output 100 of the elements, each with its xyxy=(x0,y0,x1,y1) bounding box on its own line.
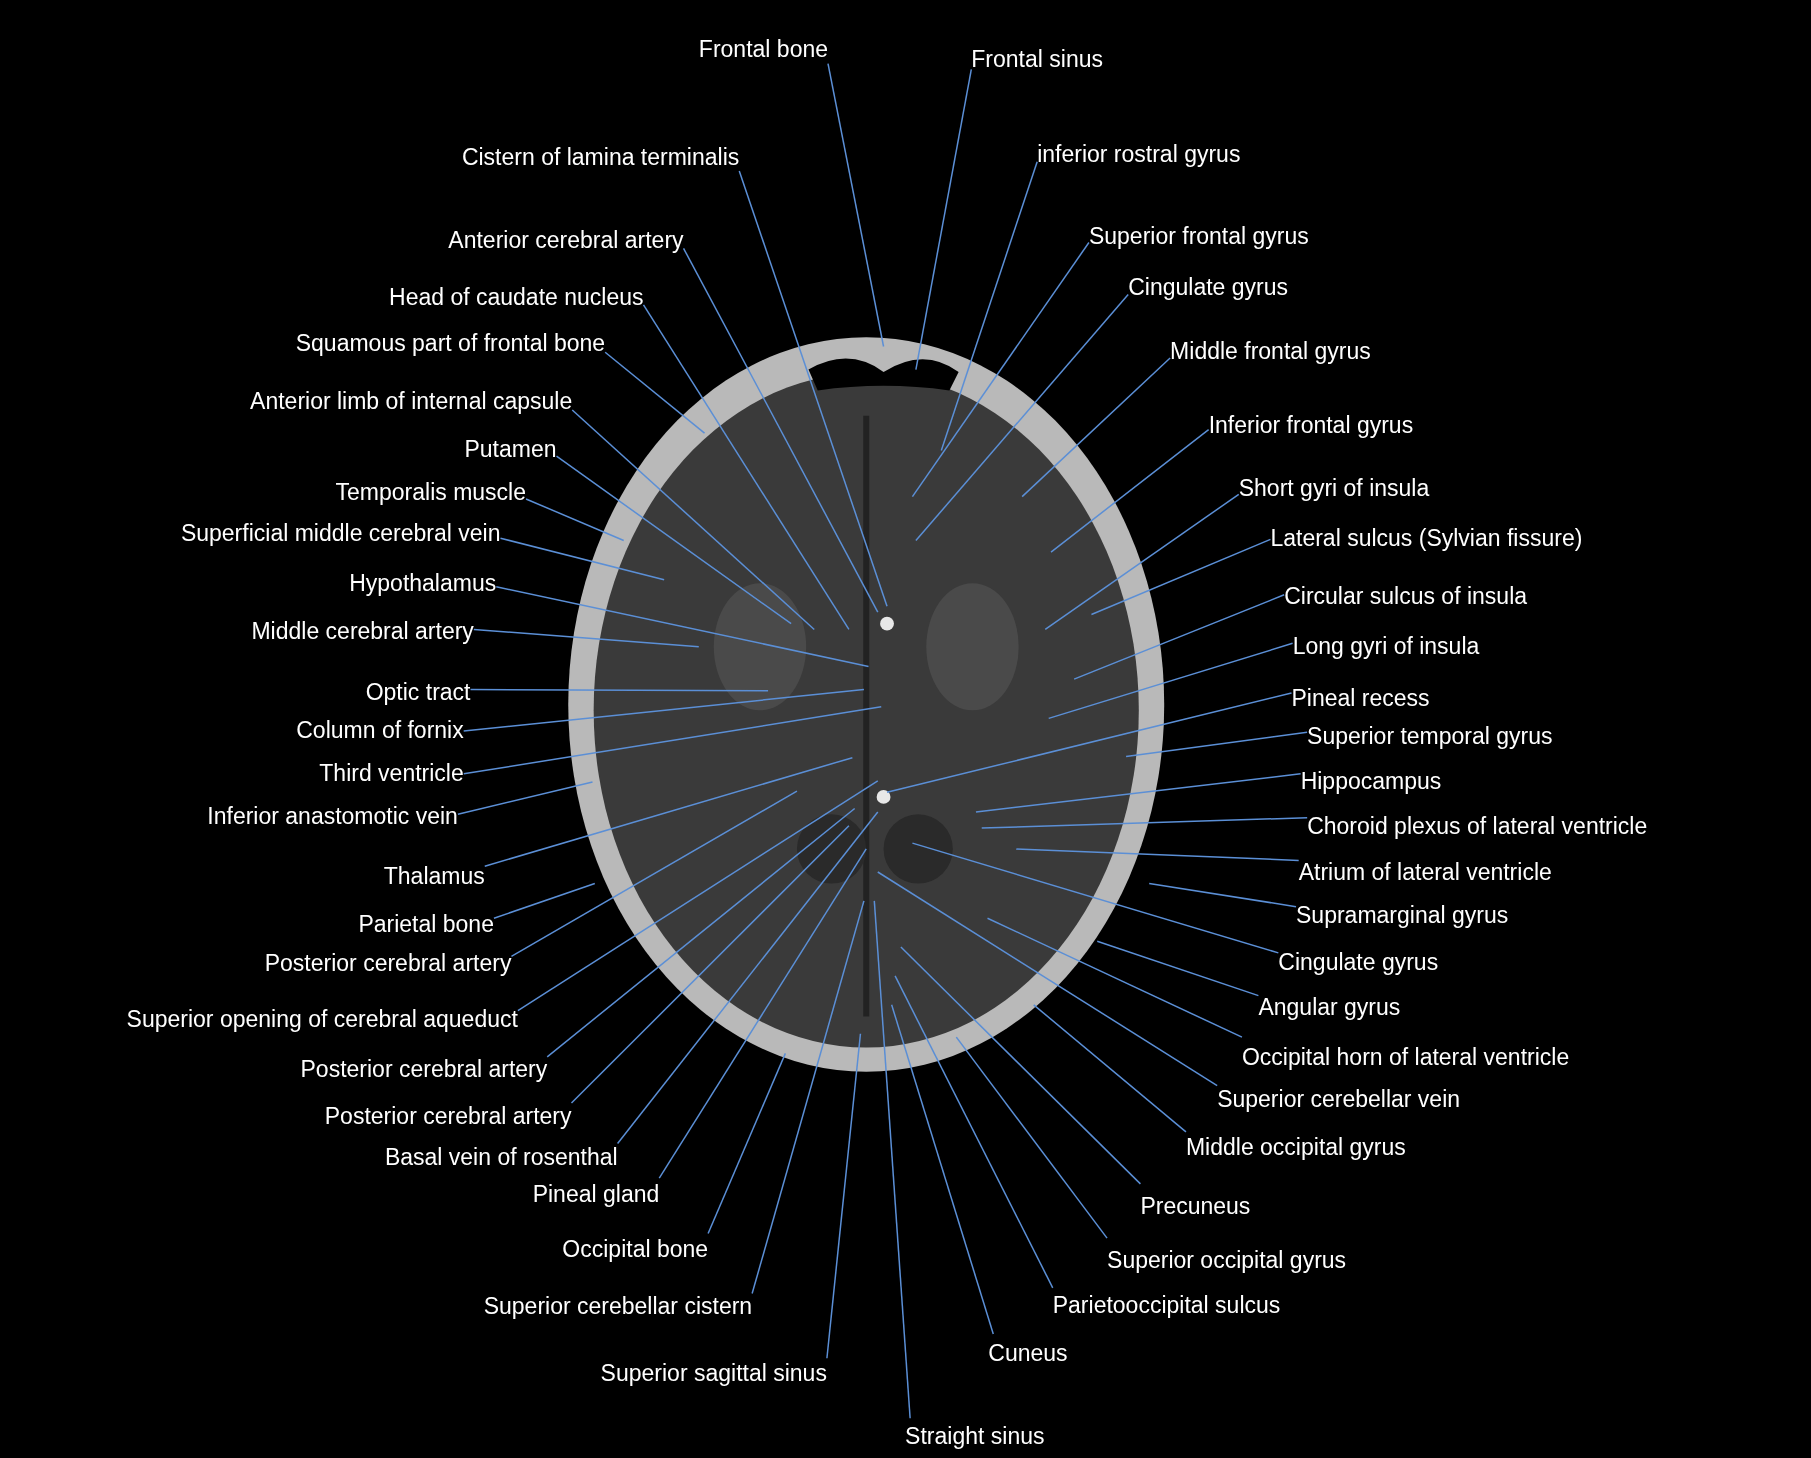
anatomy-label: Superior occipital gyrus xyxy=(1107,1248,1347,1274)
anatomy-label: Cistern of lamina terminalis xyxy=(461,145,740,171)
leader-line xyxy=(604,351,706,434)
leader-line xyxy=(894,975,1054,1289)
leader-line xyxy=(642,304,850,631)
anatomy-label: Occipital horn of lateral ventricle xyxy=(1241,1045,1570,1071)
anatomy-label: Precuneus xyxy=(1140,1194,1251,1220)
leader-line xyxy=(1096,940,1260,997)
leader-line xyxy=(493,882,596,919)
anatomy-label: Anterior limb of internal capsule xyxy=(250,389,573,415)
anatomy-label: Hippocampus xyxy=(1300,769,1442,795)
anatomy-label: Temporalis muscle xyxy=(335,480,526,506)
anatomy-label: Cuneus xyxy=(988,1341,1068,1367)
leader-line xyxy=(900,946,1142,1185)
leader-line xyxy=(570,825,850,1104)
anatomy-label: Atrium of lateral ventricle xyxy=(1298,860,1552,886)
anatomy-label: Thalamus xyxy=(383,864,485,890)
anatomy-label: Posterior cerebral artery xyxy=(324,1104,572,1130)
leader-line xyxy=(955,1036,1108,1239)
leader-line xyxy=(1015,848,1300,862)
anatomy-label: Squamous part of frontal bone xyxy=(295,331,606,357)
leader-line xyxy=(473,628,700,648)
anatomy-label: Cingulate gyrus xyxy=(1128,274,1288,301)
leader-line xyxy=(707,1052,787,1235)
anatomy-label: inferior rostral gyrus xyxy=(1037,142,1241,168)
anatomy-label: Frontal bone xyxy=(698,37,828,63)
leader-line xyxy=(1050,428,1210,553)
leader-line xyxy=(890,1004,995,1335)
leader-line xyxy=(873,900,911,1420)
anatomy-label: Middle occipital gyrus xyxy=(1185,1135,1406,1161)
leader-line xyxy=(1021,357,1171,498)
leader-line xyxy=(682,247,879,613)
leader-line xyxy=(510,790,798,958)
leader-line xyxy=(1148,882,1297,908)
anatomy-label: Middle frontal gyrus xyxy=(1170,339,1371,365)
anatomy-label: Choroid plexus of lateral ventricle xyxy=(1307,814,1648,840)
anatomy-label: Short gyri of insula xyxy=(1238,475,1430,502)
leader-line xyxy=(463,706,882,775)
anatomy-label: Superior opening of cerebral aqueduct xyxy=(126,1007,518,1033)
anatomy-label: Lateral sulcus (Sylvian fissure) xyxy=(1270,526,1583,552)
anatomy-label: Column of fornix xyxy=(296,718,464,744)
leader-line xyxy=(911,842,1280,954)
anatomy-label: Optic tract xyxy=(365,680,471,706)
leader-line xyxy=(915,68,973,371)
anatomy-label: Inferior frontal gyrus xyxy=(1208,413,1414,439)
leader-line xyxy=(886,692,1293,794)
anatomy-label: Inferior anastomotic vein xyxy=(207,803,458,830)
anatomy-label: Parietal bone xyxy=(358,912,494,938)
anatomy-label: Superior cerebellar cistern xyxy=(483,1294,753,1321)
anatomy-label: Frontal sinus xyxy=(971,47,1103,73)
leader-line xyxy=(546,807,856,1058)
anatomy-label: Posterior cerebral artery xyxy=(264,951,512,978)
anatomy-label: Occipital bone xyxy=(562,1237,709,1263)
leader-line xyxy=(525,498,625,542)
anatomy-label: Parietooccipital sulcus xyxy=(1052,1293,1281,1319)
leader-line xyxy=(911,241,1090,498)
anatomy-label: Superficial middle cerebral vein xyxy=(180,520,501,547)
leader-line xyxy=(826,1032,862,1359)
leader-line xyxy=(1032,1004,1187,1133)
anatomy-label: Superior frontal gyrus xyxy=(1088,224,1309,250)
leader-line xyxy=(1090,538,1272,616)
anatomy-label: Superior sagittal sinus xyxy=(600,1361,827,1388)
leader-line xyxy=(915,293,1129,542)
anatomy-label: Posterior cerebral artery xyxy=(300,1056,548,1083)
anatomy-label: Head of caudate nucleus xyxy=(389,285,644,311)
anatomy-label: Hypothalamus xyxy=(349,571,497,598)
leader-line xyxy=(484,756,854,867)
leader-line xyxy=(555,455,792,625)
anatomy-label: Angular gyrus xyxy=(1258,995,1401,1021)
leader-line xyxy=(462,688,865,732)
leader-line xyxy=(986,917,1243,1038)
anatomy-label: Middle cerebral artery xyxy=(251,619,474,645)
anatomy-label: Anterior cerebral artery xyxy=(448,228,684,254)
leader-line xyxy=(1073,594,1285,680)
leader-line xyxy=(1047,642,1294,720)
leader-line xyxy=(658,848,867,1179)
leader-line xyxy=(457,781,594,815)
anatomy-label: Superior cerebellar vein xyxy=(1217,1086,1461,1113)
leader-line xyxy=(877,871,1218,1087)
leader-line xyxy=(571,409,815,631)
anatomy-label: Cingulate gyrus xyxy=(1278,950,1439,976)
anatomy-label: Basal vein of rosenthal xyxy=(384,1145,618,1172)
leader-line xyxy=(981,816,1308,829)
leader-line xyxy=(940,160,1038,452)
leader-line xyxy=(738,170,888,608)
anatomy-label: Putamen xyxy=(464,437,557,464)
leader-line xyxy=(827,62,885,348)
leader-line xyxy=(975,773,1302,813)
anatomy-label: Supramarginal gyrus xyxy=(1296,903,1509,929)
anatomy-label: Long gyri of insula xyxy=(1292,634,1480,660)
leader-line xyxy=(1125,731,1308,758)
leader-line xyxy=(469,688,769,692)
anatomy-label: Straight sinus xyxy=(905,1424,1045,1450)
leader-line xyxy=(751,900,865,1295)
anatomy-label: Circular sulcus of insula xyxy=(1284,584,1528,610)
leader-line xyxy=(499,537,665,581)
leader-line xyxy=(495,586,870,668)
anatomy-label: Superior temporal gyrus xyxy=(1307,724,1553,750)
anatomy-label: Third ventricle xyxy=(319,761,464,787)
leader-line xyxy=(616,811,879,1145)
